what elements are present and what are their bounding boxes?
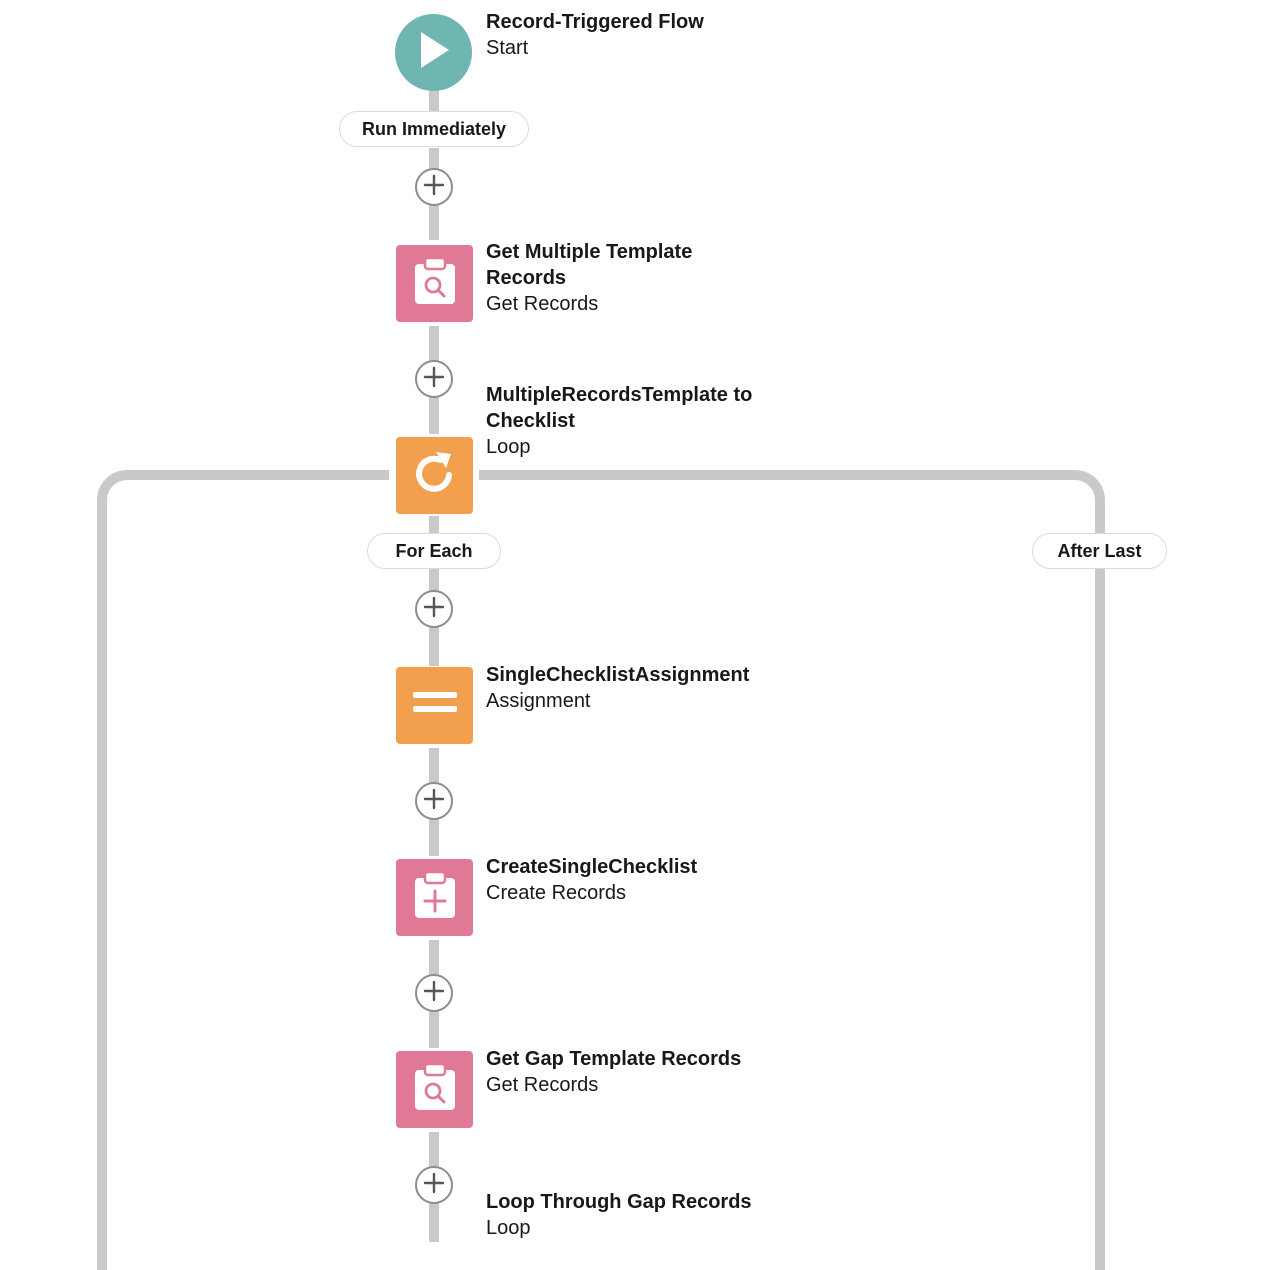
connector	[429, 90, 439, 112]
run-immediately-pill[interactable]: Run Immediately	[339, 111, 529, 147]
start-node[interactable]	[395, 14, 472, 91]
assignment-icon	[411, 688, 459, 723]
node-subtitle: Assignment	[486, 690, 591, 712]
create-records-label: CreateSingleChecklist Create Records	[486, 854, 786, 906]
get-records-label: Get Multiple Template Records Get Record…	[486, 239, 746, 317]
get-records-label: Get Gap Template Records Get Records	[486, 1046, 806, 1098]
node-subtitle: Create Records	[486, 882, 627, 904]
node-subtitle: Loop	[486, 1217, 531, 1239]
node-title: Get Gap Template Records	[486, 1048, 742, 1070]
flow-canvas: Record-Triggered Flow Start Run Immediat…	[97, 9, 1167, 1270]
add-element-button[interactable]	[415, 974, 453, 1012]
assignment-label: SingleChecklistAssignment Assignment	[486, 662, 806, 714]
for-each-pill[interactable]: For Each	[367, 533, 501, 569]
loop-node[interactable]	[396, 437, 473, 514]
node-subtitle: Loop	[486, 436, 531, 458]
get-records-icon	[412, 1062, 458, 1117]
node-title: Loop Through Gap Records	[486, 1191, 752, 1213]
after-last-pill[interactable]: After Last	[1032, 533, 1167, 569]
node-title: MultipleRecordsTemplate to Checklist	[486, 384, 753, 432]
create-records-icon	[412, 870, 458, 925]
node-subtitle: Get Records	[486, 1074, 599, 1096]
loop-path-frame	[97, 470, 1105, 1270]
plus-icon	[423, 1172, 445, 1199]
add-element-button[interactable]	[415, 782, 453, 820]
start-title: Record-Triggered Flow	[486, 11, 704, 33]
loop-label: MultipleRecordsTemplate to Checklist Loo…	[486, 382, 776, 460]
loop-icon	[410, 448, 460, 503]
plus-icon	[423, 980, 445, 1007]
loop-label: Loop Through Gap Records Loop	[486, 1189, 806, 1241]
node-subtitle: Get Records	[486, 293, 599, 315]
create-records-node[interactable]	[396, 859, 473, 936]
start-subtitle: Start	[486, 37, 529, 59]
add-element-button[interactable]	[415, 590, 453, 628]
start-label: Record-Triggered Flow Start	[486, 9, 704, 61]
node-title: Get Multiple Template Records	[486, 241, 693, 289]
get-records-icon	[412, 256, 458, 311]
add-element-button[interactable]	[415, 1166, 453, 1204]
get-records-node[interactable]	[396, 245, 473, 322]
play-icon	[417, 30, 451, 75]
plus-icon	[423, 596, 445, 623]
get-records-node[interactable]	[396, 1051, 473, 1128]
assignment-node[interactable]	[396, 667, 473, 744]
plus-icon	[423, 366, 445, 393]
plus-icon	[423, 174, 445, 201]
node-title: SingleChecklistAssignment	[486, 664, 750, 686]
add-element-button[interactable]	[415, 360, 453, 398]
add-element-button[interactable]	[415, 168, 453, 206]
node-title: CreateSingleChecklist	[486, 856, 698, 878]
plus-icon	[423, 788, 445, 815]
